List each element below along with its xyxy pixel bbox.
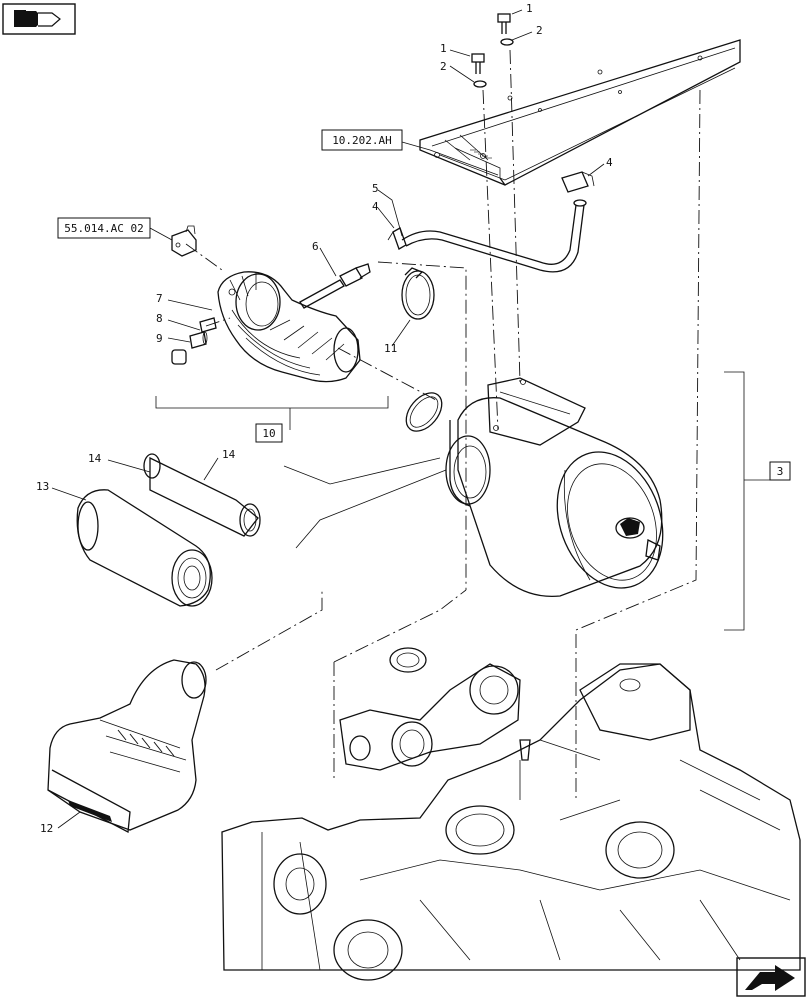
hose-clamp-4b (387, 227, 407, 250)
air-cleaner-assembly (445, 377, 664, 598)
pressure-sensor (171, 225, 197, 257)
temperature-probe (299, 263, 371, 309)
bolt-1b (471, 53, 485, 74)
fitting-7 (199, 317, 217, 333)
hose-clamp-11 (401, 267, 435, 320)
fitting-8 (189, 331, 208, 349)
ref-box-3[interactable]: 3 (769, 461, 791, 481)
callout-13: 13 (36, 480, 49, 493)
callout-9: 9 (156, 332, 163, 345)
bolt-1a (497, 13, 511, 34)
callout-12: 12 (40, 822, 53, 835)
callout-4b: 4 (372, 200, 379, 213)
callout-leaders (51, 9, 605, 829)
callout-1b: 1 (440, 42, 447, 55)
intake-pre-cleaner (47, 659, 207, 834)
washer-2b (473, 80, 487, 88)
washer-2a (500, 38, 514, 46)
breather-pipe (401, 199, 587, 273)
callout-14b: 14 (222, 448, 236, 461)
guide-lines (155, 371, 770, 631)
mounting-bracket-tray (419, 39, 741, 186)
parts-book-icon[interactable] (2, 3, 76, 35)
ref-box-10202ah[interactable]: 10.202.AH (321, 129, 403, 151)
engine-assembly (221, 647, 801, 981)
callout-7: 7 (156, 292, 163, 305)
next-page-arrow-icon[interactable] (736, 957, 806, 997)
alignment-lines (185, 49, 701, 800)
ref-box-10[interactable]: 10 (255, 423, 283, 443)
cap-9 (171, 349, 187, 365)
callout-14a: 14 (88, 452, 102, 465)
callout-5: 5 (372, 182, 379, 195)
callout-labels: 1 2 1 2 4 5 4 6 7 8 9 11 14 14 13 12 (36, 2, 613, 835)
callout-6: 6 (312, 240, 319, 253)
callout-1a: 1 (526, 2, 533, 15)
hose-clamp-4a (561, 171, 595, 193)
callout-4a: 4 (606, 156, 613, 169)
callout-2a: 2 (536, 24, 543, 37)
callout-11: 11 (384, 342, 397, 355)
filter-element-14 (143, 453, 261, 537)
ref-3-text: 3 (777, 465, 784, 478)
ref-box-55014ac02[interactable]: 55.014.AC 02 (57, 217, 151, 239)
hose-clamp-filter (405, 392, 443, 432)
ref-10202ah-text: 10.202.AH (332, 134, 392, 147)
callout-2b: 2 (440, 60, 447, 73)
ref-55014ac02-text: 55.014.AC 02 (64, 222, 143, 235)
filter-element-13 (76, 489, 213, 607)
ref-10-text: 10 (262, 427, 275, 440)
intake-elbow-hose (217, 271, 361, 383)
callout-8: 8 (156, 312, 163, 325)
